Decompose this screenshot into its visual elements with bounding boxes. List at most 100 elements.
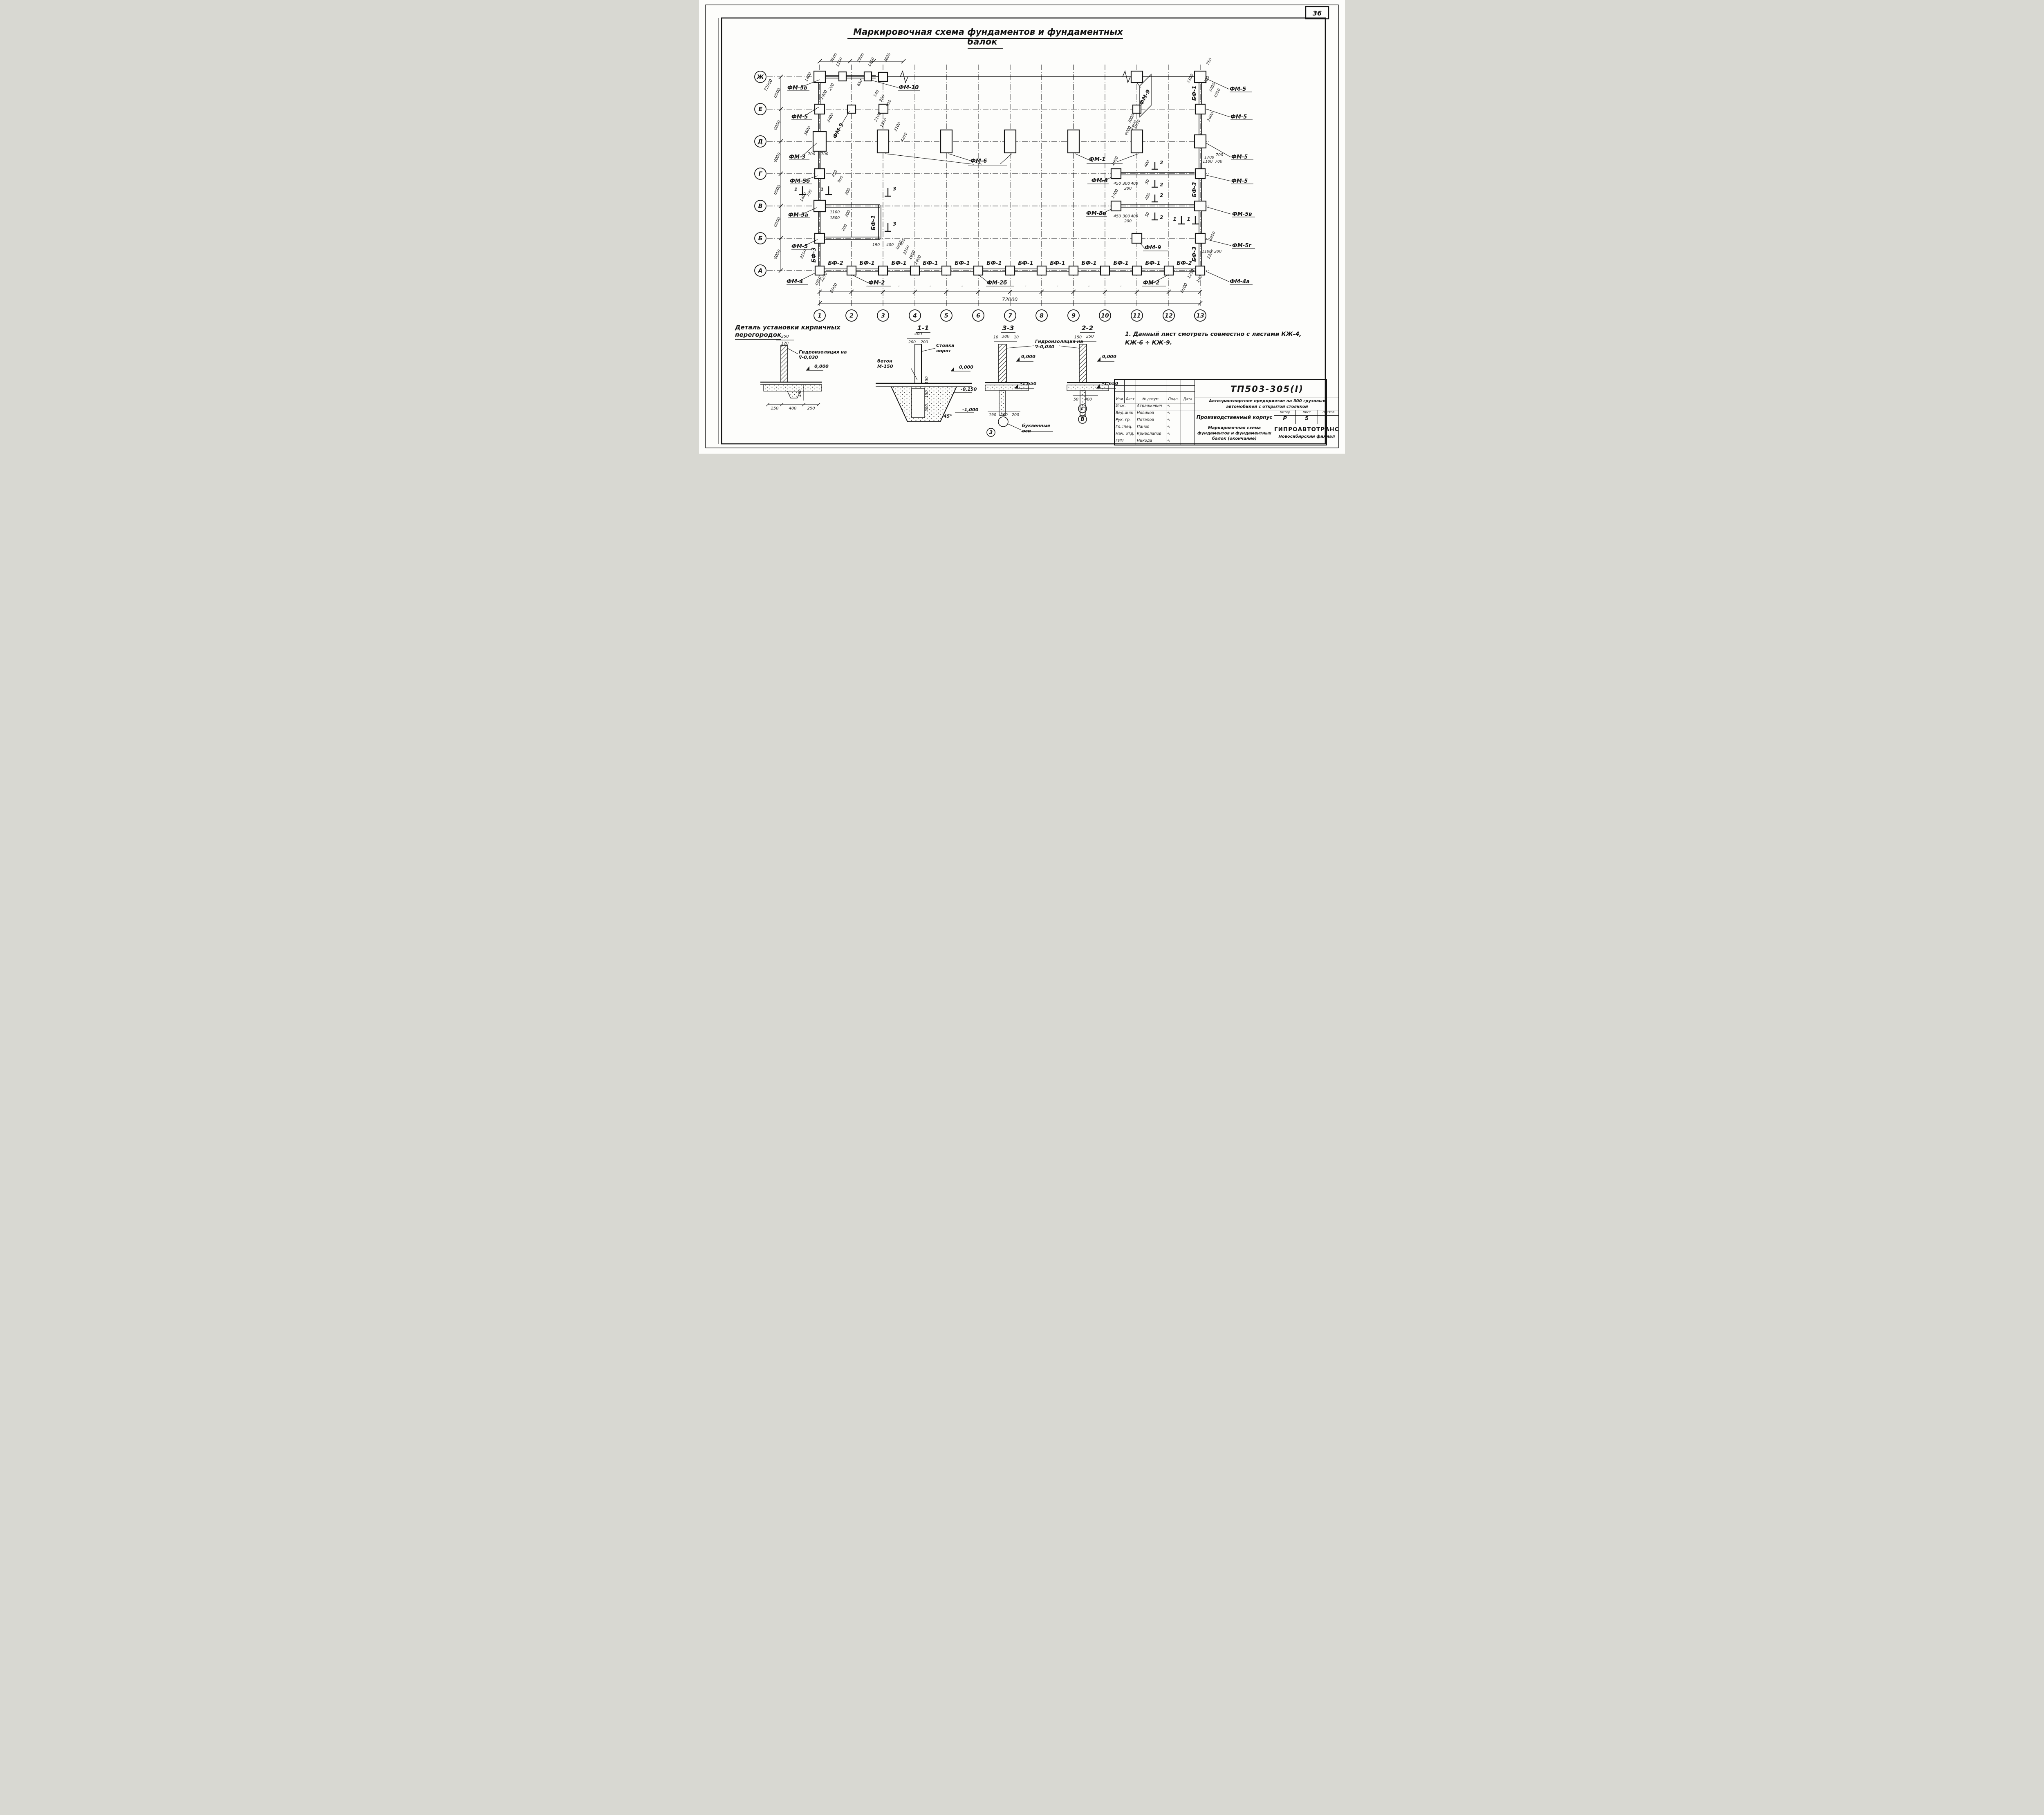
name-6: Никода xyxy=(1136,438,1166,445)
cut-mark-1c: 1 xyxy=(1173,216,1177,222)
date-2 xyxy=(1181,410,1195,417)
date-1 xyxy=(1181,403,1195,410)
label-fm5b-left: ФМ-5б xyxy=(790,178,810,184)
axis-col-9: 9 xyxy=(1071,313,1076,319)
beam-11: БФ-1 xyxy=(1145,260,1160,266)
gate-post-label: Стойка ворот xyxy=(936,343,955,354)
sheet-frame xyxy=(705,4,1339,448)
s11-dim-200a: 200 xyxy=(908,340,916,345)
dim-gr-3: 300 xyxy=(1123,181,1130,186)
s22-dim-150: 150 xyxy=(1074,335,1082,340)
s11-level1: -0,150 xyxy=(961,387,977,392)
project-name: Автотранспортное предприятие на 300 груз… xyxy=(1195,398,1339,410)
axis-col-2: 2 xyxy=(849,313,854,319)
foundation-marks xyxy=(812,70,1207,276)
s33-title: 3-3 xyxy=(1002,324,1014,332)
dim-total-width: 72000 xyxy=(1002,297,1018,302)
beam-bf1-right: БФ-1 xyxy=(1192,85,1198,101)
axis-row-v: В xyxy=(758,203,763,210)
foundation-labels: ФМ-5в ФМ-5 ФМ-3 ФМ-5б ФМ-5а ФМ-5 ФМ-4 ФМ… xyxy=(787,85,1252,286)
beam-3: БФ-1 xyxy=(891,260,906,266)
dim-gr-4: 400 xyxy=(1131,181,1138,186)
waterproofing-label-sections: Гидроизоляция на ∇-0,030 xyxy=(1035,339,1083,349)
callout-leaders xyxy=(787,78,1255,286)
dim-zhr-1: 1100 xyxy=(1186,73,1195,84)
top-dim-chain: 3600 2800 3600 xyxy=(817,52,906,64)
s22-bubble-g: Г xyxy=(1081,406,1085,412)
dim-aleft-0: 2100 xyxy=(799,249,808,260)
s33-dim-200b: 200 xyxy=(1012,413,1019,417)
stamp-sheet-value: 5 xyxy=(1296,416,1318,424)
stamp-sheet-header: Лист xyxy=(1296,410,1318,415)
axis-col-7: 7 xyxy=(1008,313,1012,319)
beam-6: БФ-1 xyxy=(986,260,1002,266)
axis-row-e: Е xyxy=(758,106,762,113)
sheet-content-title: Маркировочная схема фундаментов и фундам… xyxy=(1197,426,1272,441)
sig-4: ∿ xyxy=(1166,424,1181,431)
col-axis-bubbles: 1 2 3 4 5 6 7 8 9 10 11 12 13 xyxy=(814,309,1206,322)
axis-col-1: 1 xyxy=(818,313,822,319)
s22-dim-400: 400 xyxy=(1085,397,1092,402)
cut-mark-1a: 1 xyxy=(794,187,798,192)
dim-eleft-0: 2400 xyxy=(826,112,835,123)
date-6 xyxy=(1181,438,1195,445)
dim-vr-4: 200 xyxy=(1124,219,1132,224)
concrete-label: бетон М-150 xyxy=(877,358,893,369)
col-list: Лист xyxy=(1125,397,1136,403)
label-fm5-d-right: ФМ-5 xyxy=(1231,154,1248,160)
det1-dim-250a: 250 xyxy=(771,406,778,411)
dim-amid-1: 900 xyxy=(899,238,906,246)
label-fm8a: ФМ-8а xyxy=(1086,210,1106,217)
beam-1: БФ-2 xyxy=(828,260,843,266)
signer-row-1: Инж. Атрашкевич ∿ xyxy=(1115,403,1195,410)
label-fm10: ФМ-10 xyxy=(899,85,919,91)
revision-header-row: Изм Лист № докум. Подп. Дата xyxy=(1115,397,1195,403)
label-fm5-g-right: ФМ-5 xyxy=(1231,178,1248,184)
cut-mark-2c: 2 xyxy=(1160,192,1163,198)
dim-zh-2: 650 xyxy=(856,78,864,87)
dim-zh-5: 200 xyxy=(828,83,835,91)
fm9-callout-shape xyxy=(1139,74,1152,118)
signer-row-3: Рук. гр. Потапов ∿ xyxy=(1115,417,1195,424)
s22-level0: 0,000 xyxy=(1102,354,1116,359)
stamp-liter-value: Р xyxy=(1274,416,1296,424)
dim-amid-3: 1900 xyxy=(908,250,917,261)
building-name: Производственный корпус xyxy=(1195,410,1274,424)
axis-col-5: 5 xyxy=(944,313,948,319)
dim-vr-3: 400 xyxy=(1131,214,1138,219)
ditto-4: ″ xyxy=(961,285,963,290)
sig-2: ∿ xyxy=(1166,410,1181,417)
stamp-sheets-header: Листов xyxy=(1322,410,1335,414)
axis-row-g: Г xyxy=(759,171,763,177)
s11-level0: 0,000 xyxy=(959,365,973,370)
revision-grid xyxy=(1115,380,1195,397)
dim-zh-6: 140 xyxy=(873,89,880,98)
stamp-grid: Литер Лист Листов Р 5 xyxy=(1274,410,1339,424)
s11-title: 1-1 xyxy=(917,324,929,332)
title-block-left: Изм Лист № докум. Подп. Дата Инж. Атрашк… xyxy=(1115,380,1195,445)
dim-zhr-4: 1500 xyxy=(1213,88,1221,99)
dim-gr-5: 200 xyxy=(1124,186,1132,191)
dim-zh-3: 1400 xyxy=(867,57,876,68)
detail-partition: 250 120 0,000 400 250 400 250 xyxy=(760,334,829,411)
dim-gr-0: 400 xyxy=(1143,159,1151,168)
label-fm4a-right: ФМ-4а xyxy=(1230,279,1250,285)
s33-dim-10a: 10 xyxy=(993,335,998,340)
name-3: Потапов xyxy=(1136,417,1166,424)
signer-row-2: Вед.инж Новиков ∿ xyxy=(1115,410,1195,417)
dim-dleft-0: 3600 xyxy=(803,125,812,137)
axis-col-6: 6 xyxy=(976,313,980,319)
plan-dimensions: 1400 1100 650 1400 1800 200 140 300 900 … xyxy=(799,57,1223,287)
det1-dim-250t: 250 xyxy=(781,334,789,339)
col-data: Дата xyxy=(1183,397,1192,401)
signer-row-5: Нач. отд. Криволапов ∿ xyxy=(1115,431,1195,438)
ditto-3: ″ xyxy=(930,285,931,290)
s11-dim-150a: 150 xyxy=(925,376,929,384)
row-axis-bubbles: Ж Е Д Г В Б А xyxy=(754,71,766,277)
cut-mark-1b: 1 xyxy=(820,187,824,192)
dim-gleft-1: 900 xyxy=(837,175,844,184)
axis-col-3: 3 xyxy=(881,313,885,319)
s11-dim-400: 400 xyxy=(914,332,922,336)
dim-gr-6: 50 xyxy=(1144,179,1150,186)
s11-level2: -1,000 xyxy=(962,407,979,412)
